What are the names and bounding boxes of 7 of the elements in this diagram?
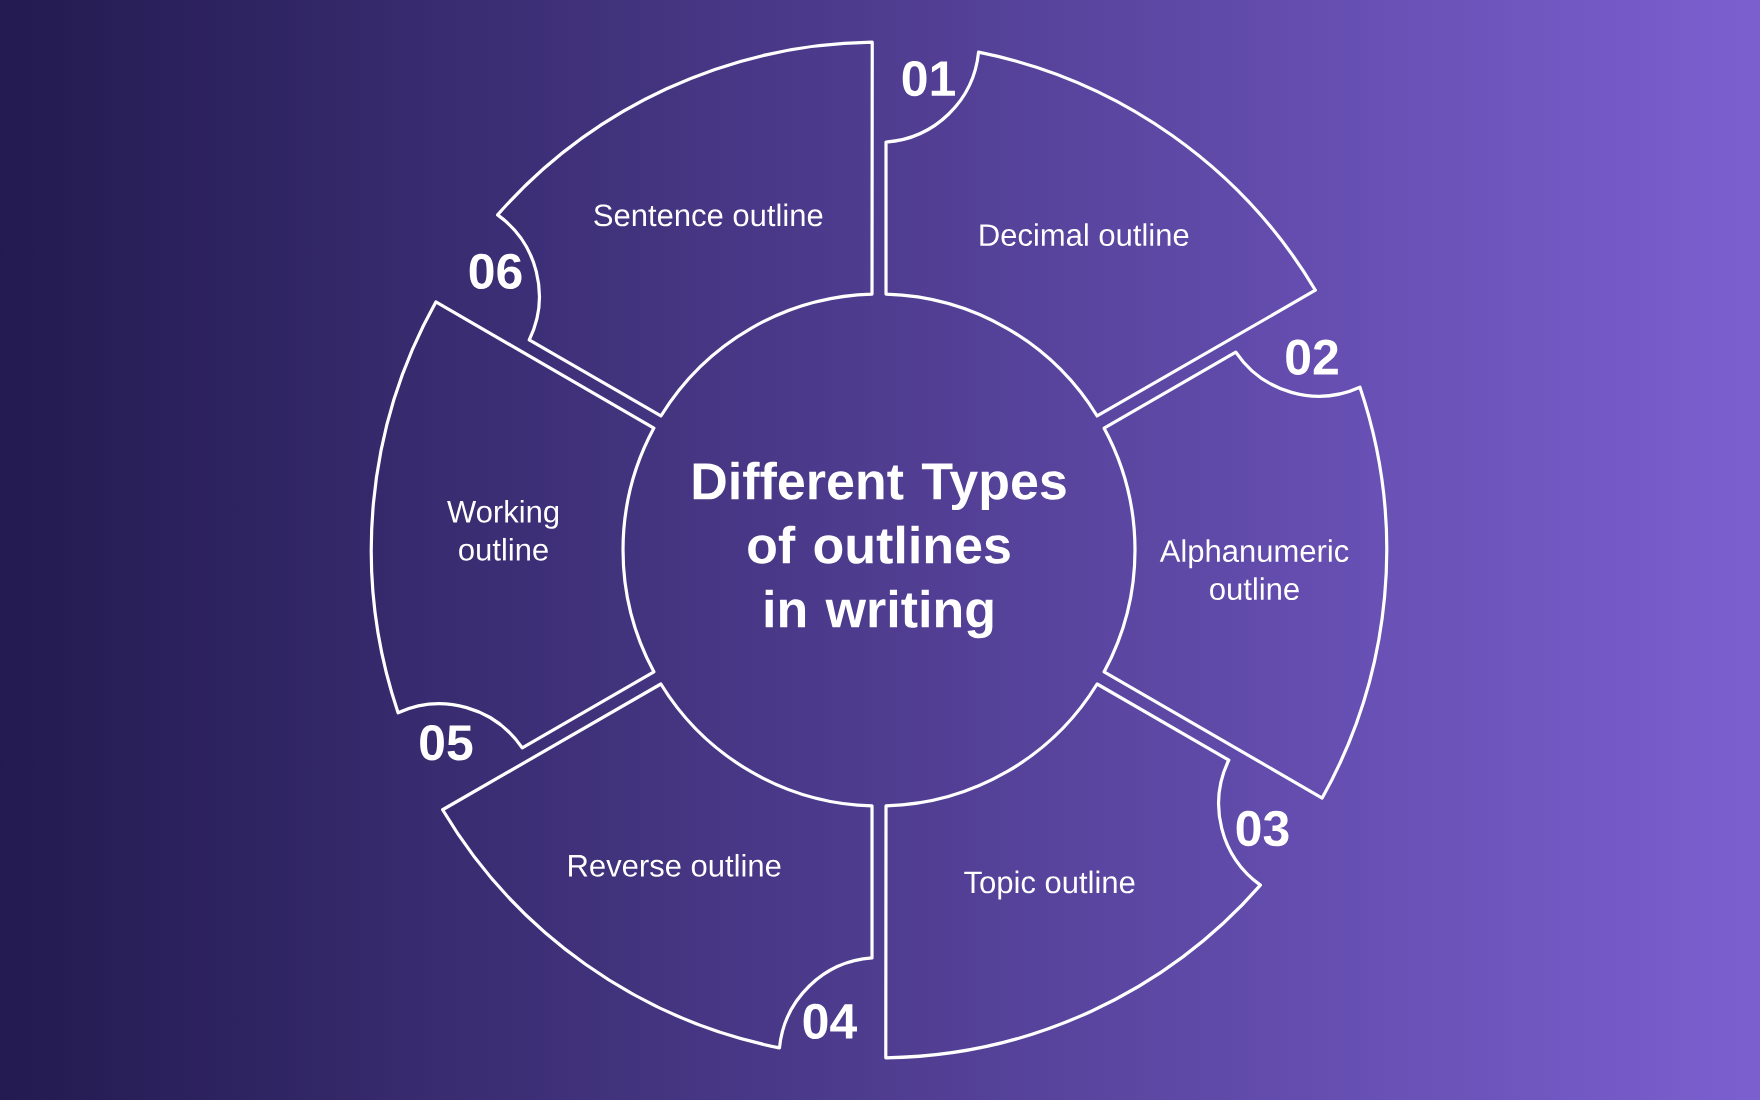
step-number: 03 bbox=[1236, 810, 1289, 847]
step-number: 05 bbox=[420, 725, 473, 761]
step-number: 04 bbox=[803, 1003, 857, 1040]
step-number: 02 bbox=[1286, 339, 1338, 375]
step-number: 01 bbox=[902, 60, 955, 97]
step-number: 06 bbox=[469, 253, 522, 290]
center-title: Different Types of outlines in writing bbox=[693, 461, 1066, 639]
